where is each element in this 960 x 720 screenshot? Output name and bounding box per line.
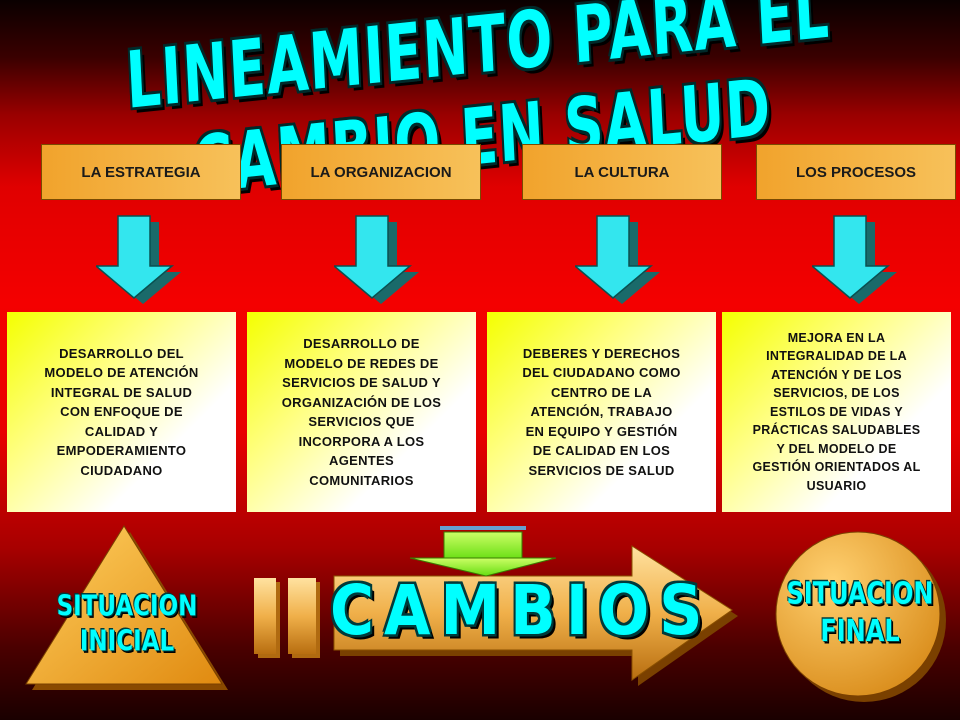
content-strategy: DESARROLLO DEL MODELO DE ATENCIÓN INTEGR… <box>7 312 236 512</box>
down-arrow-icon <box>812 215 897 304</box>
content-line: ATENCIÓN, TRABAJO <box>530 404 673 420</box>
content-line: USUARIO <box>806 478 867 493</box>
content-line: CENTRO DE LA <box>550 384 653 400</box>
final-situation-label: SITUACION FINAL <box>785 575 935 650</box>
down-arrow-icon <box>575 215 660 304</box>
content-line: DESARROLLO DE <box>303 336 420 351</box>
down-arrow-icon <box>334 215 419 304</box>
down-arrow-icon <box>96 215 181 304</box>
header-organization: LA ORGANIZACION <box>281 144 481 200</box>
content-line: GESTIÓN ORIENTADOS AL <box>752 460 921 475</box>
content-line: INTEGRAL DE SALUD <box>50 384 193 400</box>
content-line: MEJORA EN LA <box>787 330 886 345</box>
final-label-line: FINAL <box>820 613 900 649</box>
content-line: MODELO DE ATENCIÓN <box>44 365 199 381</box>
content-line: DEBERES Y DERECHOS <box>522 345 681 361</box>
change-arrow <box>254 526 738 686</box>
content-line: EMPODERAMIENTO <box>56 443 187 459</box>
change-label: CAMBIOS <box>330 570 713 652</box>
content-line: SERVICIOS, DE LOS <box>773 386 900 401</box>
content-processes: MEJORA EN LA INTEGRALIDAD DE LA ATENCIÓN… <box>722 312 951 512</box>
header-culture: LA CULTURA <box>522 144 722 200</box>
content-line: COMUNITARIOS <box>309 472 414 488</box>
content-line: ORGANIZACIÓN DE LOS <box>281 394 442 410</box>
content-line: SERVICIOS DE SALUD <box>528 462 675 478</box>
initial-label-line: SITUACION <box>56 590 198 623</box>
content-culture: DEBERES Y DERECHOS DEL CIUDADANO COMO CE… <box>487 312 716 512</box>
content-line: CALIDAD Y <box>84 423 159 439</box>
content-line: CIUDADANO <box>80 462 163 478</box>
content-line: DE CALIDAD EN LOS <box>532 443 671 459</box>
content-line: CON ENFOQUE DE <box>60 404 183 420</box>
content-line: EN EQUIPO Y GESTIÓN <box>525 423 678 439</box>
content-line: MODELO DE REDES DE <box>284 355 439 371</box>
header-strategy: LA ESTRATEGIA <box>41 144 241 200</box>
final-label-line: SITUACION <box>786 575 934 611</box>
content-line: DEL CIUDADANO COMO <box>522 365 681 381</box>
content-line: ATENCIÓN Y DE LOS <box>771 367 902 382</box>
content-line: ESTILOS DE VIDAS Y <box>770 404 903 419</box>
header-processes: LOS PROCESOS <box>756 144 956 200</box>
content-line: PRÁCTICAS SALUDABLES <box>752 423 921 438</box>
initial-situation-label: SITUACION INICIAL <box>52 589 202 659</box>
final-situation-circle <box>775 531 946 702</box>
content-organization: DESARROLLO DE MODELO DE REDES DE SERVICI… <box>247 312 476 512</box>
content-line: Y DEL MODELO DE <box>776 441 897 456</box>
content-line: INCORPORA A LOS <box>298 433 425 449</box>
content-line: DESARROLLO DEL <box>59 345 184 361</box>
initial-situation-triangle <box>25 525 228 690</box>
initial-label-line: INICIAL <box>79 625 175 658</box>
content-line: SERVICIOS QUE <box>308 414 415 429</box>
content-line: AGENTES <box>329 453 394 468</box>
content-line: INTEGRALIDAD DE LA <box>766 349 907 364</box>
content-line: SERVICIOS DE SALUD Y <box>282 375 441 390</box>
